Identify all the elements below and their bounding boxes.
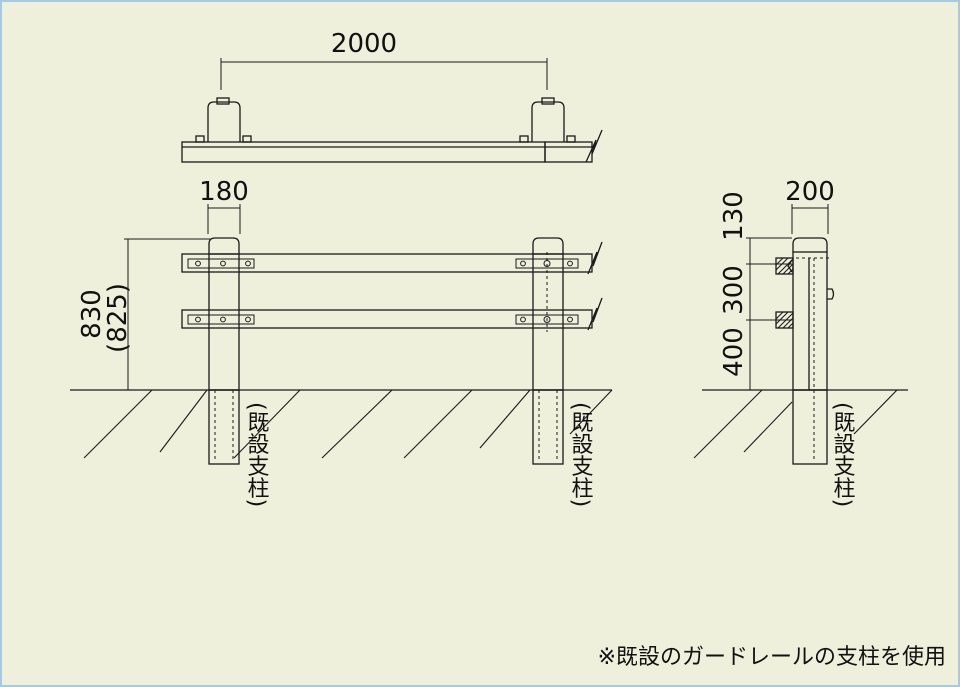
rail-lower xyxy=(181,309,593,329)
dim-text-130: 130 xyxy=(719,191,749,241)
rail-upper xyxy=(181,253,593,273)
break-mark-lower xyxy=(587,297,603,331)
plan-view: 2000 xyxy=(181,29,603,163)
plan-rail xyxy=(181,141,546,163)
plan-break-mark xyxy=(585,129,603,163)
plan-rail-extension xyxy=(544,141,593,163)
plan-bolt-left-a xyxy=(195,135,205,143)
plan-cap-right-knob xyxy=(541,97,555,105)
bolts-upper-left xyxy=(187,258,255,269)
ground-hatch-front xyxy=(83,389,613,459)
plan-bolt-right-b xyxy=(566,135,576,143)
side-bolt xyxy=(827,288,835,300)
dim-text-200: 200 xyxy=(785,177,835,207)
dim-text-825: (825) xyxy=(103,283,133,353)
label-existing-post-left: (既設支柱) xyxy=(244,402,270,507)
cap-right xyxy=(532,237,564,254)
plan-cap-left-knob xyxy=(216,97,230,105)
label-existing-post-right: (既設支柱) xyxy=(568,402,594,507)
break-mark-upper xyxy=(587,241,603,275)
side-view: 200 130 300 400 xyxy=(693,177,908,507)
side-cap xyxy=(792,237,828,252)
buried-post-right xyxy=(532,389,564,465)
plan-cap-left xyxy=(207,101,241,142)
footnote: ※既設のガードレールの支柱を使用 xyxy=(597,645,946,670)
ground-hatch-side xyxy=(693,389,898,459)
plan-bolt-right-a xyxy=(519,135,529,143)
side-post xyxy=(792,251,828,391)
plan-bolt-left-b xyxy=(242,135,252,143)
dim-text-400: 400 xyxy=(719,327,749,377)
dim-text-2000: 2000 xyxy=(331,29,397,59)
buried-post-left xyxy=(208,389,240,465)
plan-cap-right xyxy=(531,101,565,142)
front-view: 180 830 (825) xyxy=(70,177,613,507)
dim-text-830: 830 xyxy=(77,289,107,339)
dim-text-300: 300 xyxy=(719,265,749,315)
label-existing-post-side: (既設支柱) xyxy=(830,402,856,507)
cap-left xyxy=(208,237,240,254)
dim-text-180: 180 xyxy=(199,177,249,207)
side-rail-lower xyxy=(775,311,794,329)
bolts-lower-left xyxy=(187,314,255,325)
side-buried-post xyxy=(792,389,828,465)
side-rail-upper xyxy=(775,257,794,275)
